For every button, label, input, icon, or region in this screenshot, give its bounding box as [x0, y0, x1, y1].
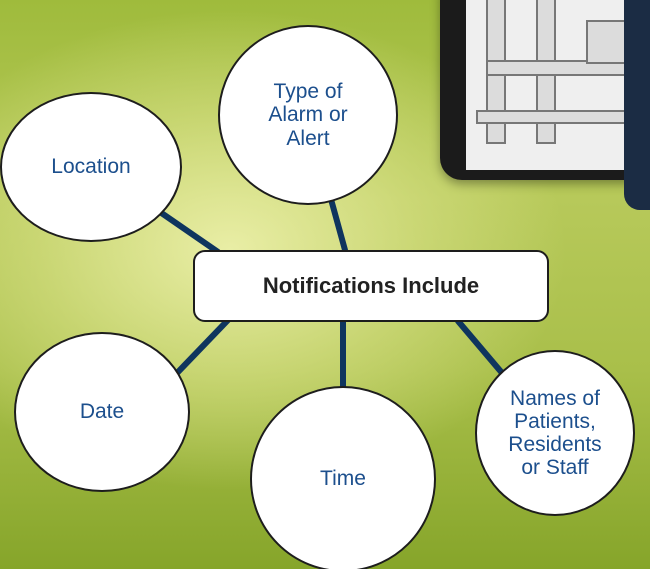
connector-date [175, 317, 231, 375]
center-label: Notifications Include [262, 273, 480, 298]
node-type-of-alarm: Type of Alarm or Alert [218, 25, 398, 205]
node-type-of-alarm-label: Type of Alarm or Alert [268, 80, 348, 150]
node-time: Time [250, 386, 436, 569]
node-names: Names of Patients, Residents or Staff [475, 350, 635, 516]
node-location: Location [0, 92, 182, 242]
node-names-label: Names of Patients, Residents or Staff [508, 386, 602, 480]
connector-names [455, 318, 511, 383]
node-date-label: Date [79, 400, 125, 424]
center-notifications-box: Notifications Include [193, 250, 549, 322]
node-time-label: Time [320, 467, 366, 491]
node-date: Date [14, 332, 190, 492]
connector-location [157, 209, 221, 255]
tablet-photo [440, 0, 650, 180]
tablet-screen [466, 0, 650, 170]
node-location-label: Location [51, 155, 131, 179]
tablet-edge [624, 0, 650, 210]
